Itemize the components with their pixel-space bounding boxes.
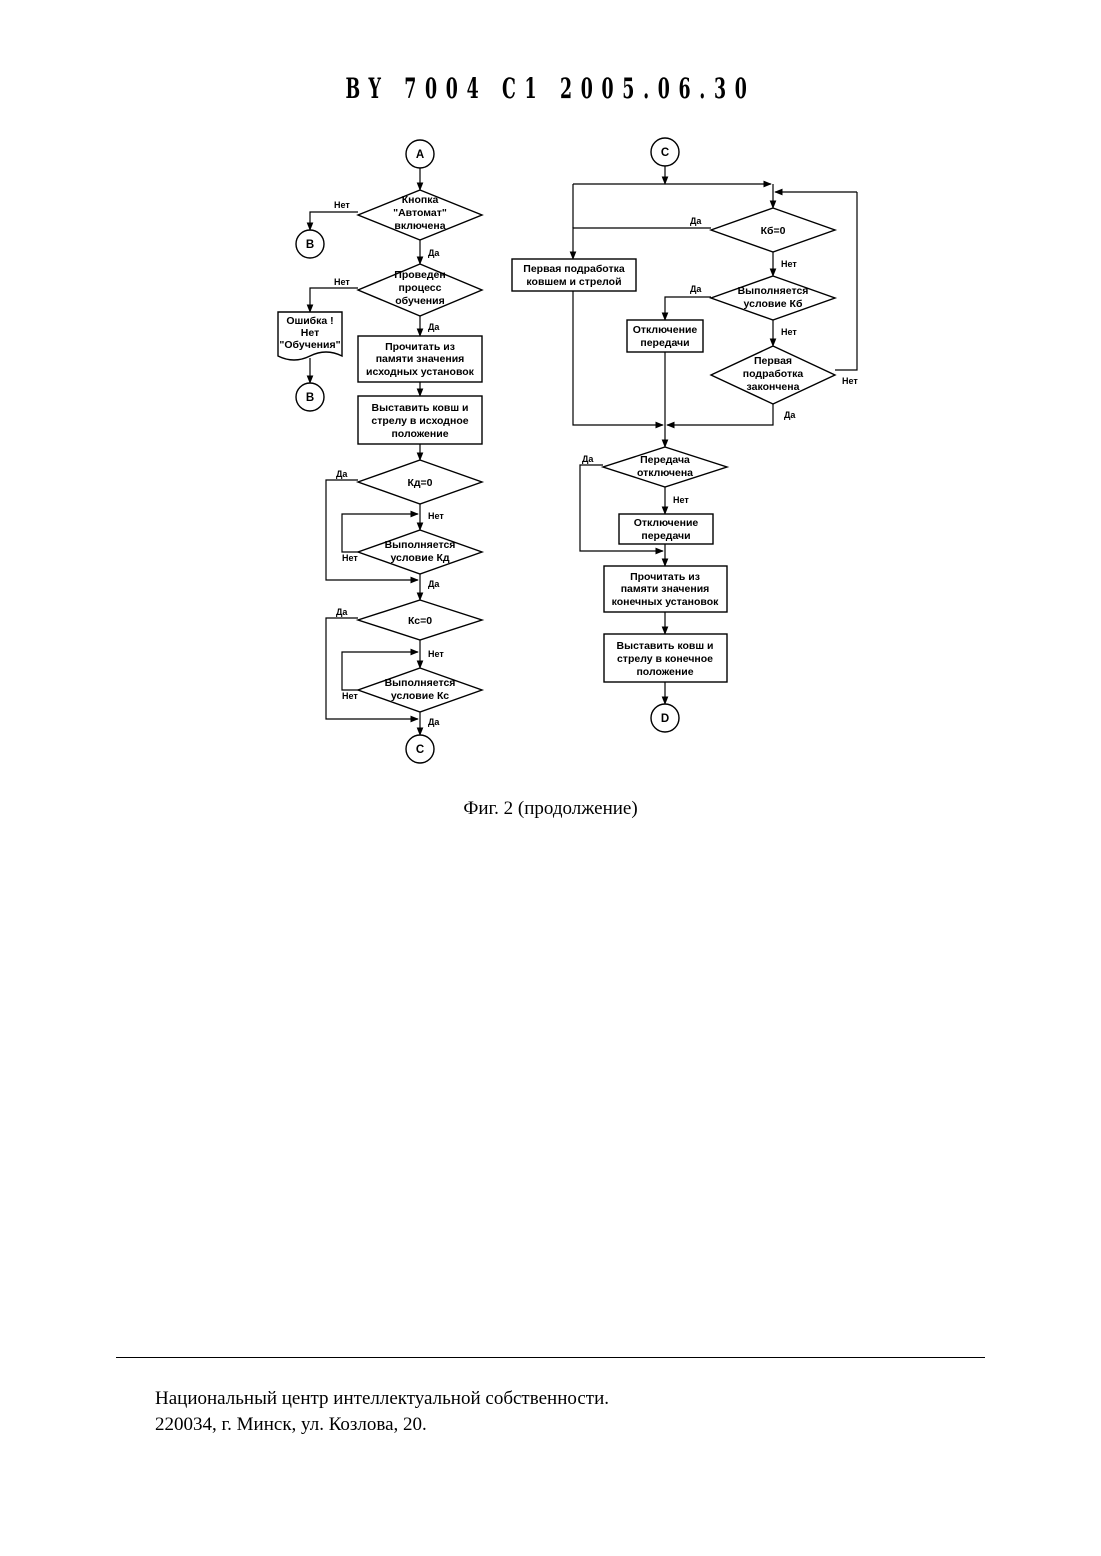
decision-avtomat-text-1: Кнопка	[402, 194, 439, 206]
connector-c-label: C	[416, 744, 424, 756]
decision-first-done-text-1: Первая	[754, 355, 792, 367]
decision-training-text-3: обучения	[395, 295, 444, 307]
process-set-final-text-1: Выставить ковш и	[617, 640, 714, 652]
footer-organization: Национальный центр интеллектуальной собс…	[155, 1388, 609, 1410]
edge-label-no: Нет	[428, 649, 444, 659]
connector-b-label: B	[306, 239, 314, 251]
error-text-1: Ошибка !	[286, 315, 333, 327]
decision-avtomat-text-2: "Автомат"	[393, 207, 447, 219]
edge-label-yes: Да	[428, 322, 440, 332]
flowchart: A Кнопка "Автомат" включена Нет B Да Про…	[0, 0, 1101, 780]
edge-label-no: Нет	[781, 327, 797, 337]
process-first-work-text-1: Первая подработка	[523, 263, 625, 275]
process-read-final-text-3: конечных установок	[612, 596, 719, 608]
process-read-final-text-1: Прочитать из	[630, 571, 700, 583]
decision-training-text-2: процесс	[398, 282, 441, 294]
connector-a-label: A	[416, 149, 424, 161]
edge-label-yes: Да	[428, 248, 440, 258]
process-first-work-text-2: ковшем и стрелой	[526, 276, 621, 288]
process-set-final-text-2: стрелу в конечное	[617, 653, 713, 665]
decision-kc-cond-text-1: Выполняется	[385, 677, 456, 689]
process-set-initial-text-1: Выставить ковш и	[372, 402, 469, 414]
edge-label-no: Нет	[781, 259, 797, 269]
edge-label-yes: Да	[428, 579, 440, 589]
process-set-initial-text-2: стрелу в исходное	[371, 415, 468, 427]
decision-first-done-text-2: подработка	[743, 368, 804, 380]
edge-label-no: Нет	[342, 691, 358, 701]
process-set-initial-text-3: положение	[391, 428, 448, 440]
decision-kc-cond-text-2: условие Кс	[391, 690, 449, 702]
connector-d-label: D	[661, 713, 669, 725]
edge-label-yes: Да	[690, 284, 702, 294]
decision-kd-cond-text-1: Выполняется	[385, 539, 456, 551]
figure-caption: Фиг. 2 (продолжение)	[0, 798, 1101, 820]
decision-kb-cond-text-1: Выполняется	[738, 285, 809, 297]
edge-label-no: Нет	[428, 511, 444, 521]
process-read-initial-text-3: исходных установок	[366, 366, 475, 378]
decision-avtomat-text-3: включена	[394, 220, 445, 232]
process-read-final-text-2: памяти значения	[621, 583, 710, 595]
edge-label-no: Нет	[673, 495, 689, 505]
process-disengage2-text-2: передачи	[641, 530, 690, 542]
connector-c-label: C	[661, 147, 669, 159]
edge-label-no: Нет	[842, 376, 858, 386]
right-branch: C Кб=0 Да Нет Первая подработка ковшем и…	[512, 138, 858, 732]
edge-label-yes: Да	[336, 607, 348, 617]
decision-first-done-text-3: закончена	[747, 381, 800, 393]
process-disengage1-text-1: Отключение	[633, 324, 698, 336]
connector-b-label: B	[306, 392, 314, 404]
decision-trans-off-text-1: Передача	[640, 454, 690, 466]
process-read-initial-text-2: памяти значения	[376, 353, 465, 365]
error-text-2: Нет	[301, 327, 319, 339]
edge-label-yes: Да	[582, 454, 594, 464]
decision-kb-cond-text-2: условие Кб	[744, 298, 803, 310]
left-branch: A Кнопка "Автомат" включена Нет B Да Про…	[278, 140, 482, 763]
edge-label-yes: Да	[428, 717, 440, 727]
process-disengage1-text-2: передачи	[640, 337, 689, 349]
decision-kc-zero-text: Кс=0	[408, 615, 432, 627]
decision-kb-zero-text: Кб=0	[761, 225, 786, 237]
process-set-final-text-3: положение	[636, 666, 693, 678]
footer-divider	[116, 1357, 985, 1358]
decision-kd-cond-text-2: условие Кд	[390, 552, 449, 564]
decision-training-text-1: Проведен	[394, 269, 445, 281]
process-disengage2-text-1: Отключение	[634, 517, 699, 529]
process-read-initial-text-1: Прочитать из	[385, 341, 455, 353]
edge-label-no: Нет	[342, 553, 358, 563]
edge-label-yes: Да	[784, 410, 796, 420]
decision-trans-off-text-2: отключена	[637, 467, 693, 479]
edge-label-no: Нет	[334, 200, 350, 210]
edge-label-yes: Да	[690, 216, 702, 226]
edge-label-no: Нет	[334, 277, 350, 287]
decision-kd-zero-text: Кд=0	[407, 477, 432, 489]
footer-address: 220034, г. Минск, ул. Козлова, 20.	[155, 1414, 427, 1436]
edge-label-yes: Да	[336, 469, 348, 479]
error-text-3: "Обучения"	[279, 339, 340, 351]
